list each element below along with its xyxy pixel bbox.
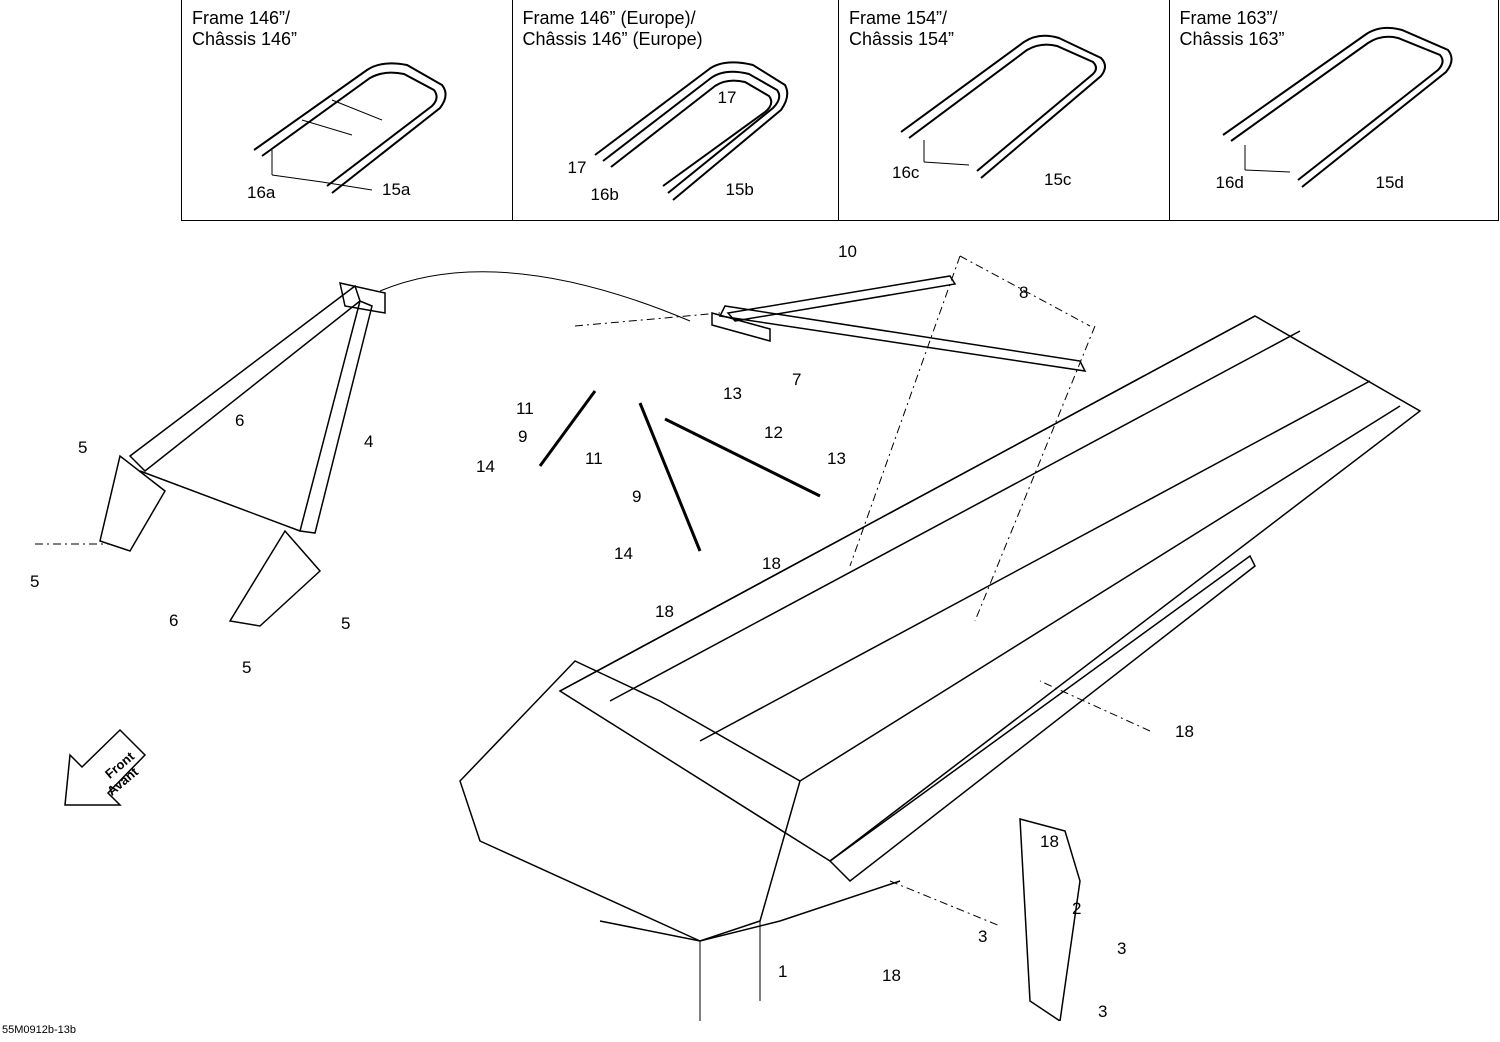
frame-146-rails-drawing <box>253 62 447 194</box>
callout-9-lower: 9 <box>632 487 642 506</box>
part-label-15d: 15d <box>1375 173 1404 192</box>
callout-6-lower: 6 <box>169 611 179 630</box>
callout-7: 7 <box>792 370 802 389</box>
part-label-15c: 15c <box>1044 170 1072 189</box>
callout-18-right: 18 <box>1175 722 1194 741</box>
variant-frame-146: Frame 146”/ Châssis 146” 16a 15a <box>182 0 513 220</box>
callout-18-top: 18 <box>762 554 781 573</box>
upper-bar-8 <box>726 275 957 322</box>
callout-3-bottom: 3 <box>1098 1002 1108 1021</box>
variant-frame-163: Frame 163”/ Châssis 163” 16d 15d <box>1170 0 1499 220</box>
callout-11-lower: 11 <box>585 449 603 468</box>
callout-18-lower-right: 18 <box>1040 832 1059 851</box>
tunnel-top <box>558 315 1422 862</box>
callout-8: 8 <box>1019 283 1029 302</box>
part-label-15b: 15b <box>725 180 754 199</box>
callout-18-bottom: 18 <box>882 966 901 985</box>
callout-12: 12 <box>764 423 783 442</box>
variant-title: Frame 154”/ Châssis 154” <box>849 8 955 49</box>
callout-5-bottom: 5 <box>242 658 252 677</box>
callout-14-upper: 14 <box>476 457 495 476</box>
callout-18-mid: 18 <box>655 602 674 621</box>
callout-2: 2 <box>1072 899 1082 918</box>
callout-14-lower: 14 <box>614 544 633 563</box>
part-label-16d: 16d <box>1215 173 1244 192</box>
rear-bracket-2 <box>1019 818 1081 1021</box>
arrow-left-icon <box>64 728 147 806</box>
front-bulkhead <box>459 660 801 942</box>
part-label-17-left: 17 <box>567 158 587 177</box>
callout-5-lower-left: 5 <box>30 572 40 591</box>
frame-163-rails-drawing <box>1221 26 1452 188</box>
callout-3-left: 3 <box>978 927 988 946</box>
support-tube-rear <box>299 299 373 534</box>
rod-9-lower <box>638 402 702 552</box>
callout-5-right: 5 <box>341 614 351 633</box>
callout-5-upper-left: 5 <box>78 438 88 457</box>
frame-146-europe-rails-drawing <box>593 61 788 201</box>
callout-1: 1 <box>778 962 788 981</box>
part-label-15a: 15a <box>382 180 411 199</box>
part-label-16c: 16c <box>892 163 920 182</box>
rod-12 <box>664 417 821 498</box>
variant-title: Frame 163”/ Châssis 163” <box>1179 8 1285 49</box>
support-tube-front <box>128 284 361 473</box>
variant-frame-154: Frame 154”/ Châssis 154” 16c 15c <box>839 0 1170 220</box>
callout-6-upper: 6 <box>235 411 245 430</box>
chassis-exploded-drawing <box>35 255 1422 1021</box>
upper-bar-7 <box>718 305 1087 372</box>
frame-154-rails-drawing <box>900 34 1106 179</box>
callout-11-upper: 11 <box>516 399 534 418</box>
upper-clamp <box>711 312 771 342</box>
part-label-17-top: 17 <box>717 88 737 107</box>
callout-9-upper: 9 <box>518 427 528 446</box>
variant-title: Frame 146” (Europe)/ Châssis 146” (Europ… <box>522 8 703 49</box>
callout-13-upper: 13 <box>723 384 742 403</box>
variant-frame-146-europe: Frame 146” (Europe)/ Châssis 146” (Europ… <box>513 0 839 220</box>
support-top-bracket <box>339 282 386 314</box>
callout-3-right: 3 <box>1117 939 1127 958</box>
part-label-16b: 16b <box>590 185 619 204</box>
callout-4: 4 <box>364 432 374 451</box>
drawing-code: 55M0912b-13b <box>2 1024 77 1036</box>
rod-9-upper <box>538 390 597 467</box>
callout-13-lower: 13 <box>827 449 846 468</box>
callout-10: 10 <box>838 242 857 261</box>
right-foot-bracket <box>228 529 322 627</box>
front-direction-arrow: Front Avant <box>60 725 160 820</box>
variant-title: Frame 146”/ Châssis 146” <box>192 8 298 49</box>
tunnel-side-rail <box>828 554 1256 882</box>
part-label-16a: 16a <box>247 183 276 202</box>
frame-variants-panel: Frame 146”/ Châssis 146” 16a 15a Frame 1… <box>181 0 1499 221</box>
left-foot-bracket <box>99 454 166 552</box>
